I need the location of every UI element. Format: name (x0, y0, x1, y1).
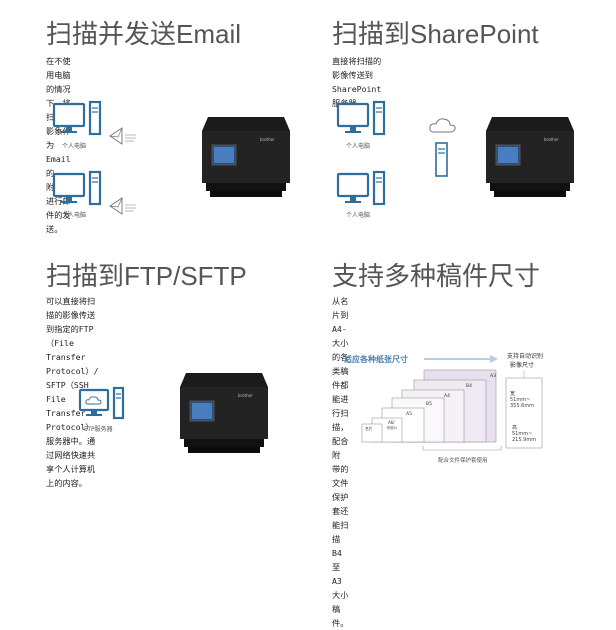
computer-icon (52, 170, 102, 206)
scanner-brand-text: brother (260, 137, 275, 142)
paper-size-stack: A3 B4 A4 B5 A5 A6/ 明信片 名片 (361, 369, 497, 443)
email-section-title: 扫描并发送Email (46, 19, 242, 49)
width-range-label: 宽 51mm~ 355.6mm (510, 391, 535, 409)
bracket-line (422, 446, 502, 451)
cloud-icon (429, 118, 456, 133)
scanner-brand-text: brother (238, 393, 253, 398)
svg-text:名片: 名片 (365, 426, 373, 431)
email-envelope-icon (109, 127, 136, 145)
sharepoint-section-title: 扫描到SharePoint (332, 19, 539, 49)
ftp-server-label: FTP服务器 (84, 426, 113, 433)
pc-label: 个人电脑 (346, 143, 371, 150)
computer-icon (336, 100, 386, 136)
ftp-section-description: 可以直接将扫描的影像传送到指定的FTP（File Transfer Protoc… (46, 296, 99, 488)
server-icon (435, 142, 448, 177)
auto-detect-label: 支持自动识别 影像尺寸 (507, 353, 544, 369)
scanner-image: brother (202, 117, 290, 197)
height-range-label: 高 51mm~ 215.9mm (512, 425, 537, 443)
ftp-server-computer-icon (78, 386, 125, 420)
right-arrow-icon (424, 355, 498, 363)
pc-label: 个人电脑 (62, 212, 87, 219)
svg-text:明信片: 明信片 (387, 425, 398, 430)
scanner-brand-text: brother (544, 137, 559, 142)
svg-text:A6/: A6/ (388, 420, 395, 425)
scanner-image: brother (180, 373, 268, 453)
computer-icon (336, 170, 386, 206)
paper-size-arrow-label: 适应各种纸张尺寸 (344, 355, 408, 364)
svg-text:B5: B5 (426, 401, 432, 407)
svg-text:A5: A5 (406, 411, 412, 417)
svg-text:A3: A3 (490, 373, 496, 379)
email-envelope-icon (109, 197, 136, 215)
pc-label: 个人电脑 (346, 212, 371, 219)
sizes-section-description: 从名片到A4-大小的各类稿件都能进行扫描，配合附 带的文件保护套还能扫描B4至A… (332, 296, 349, 628)
protective-sleeve-label: 配合文件保护套使用 (438, 458, 488, 464)
scanner-image: brother (486, 117, 574, 197)
ftp-section-title: 扫描到FTP/SFTP (46, 261, 247, 291)
svg-text:B4: B4 (466, 383, 472, 389)
computer-icon (52, 100, 102, 136)
svg-text:A4: A4 (444, 393, 450, 399)
paper-business-card (361, 423, 383, 443)
sizes-section-title: 支持多种稿件尺寸 (332, 261, 541, 291)
auto-size-box (505, 370, 543, 449)
pc-label: 个人电脑 (62, 143, 87, 150)
